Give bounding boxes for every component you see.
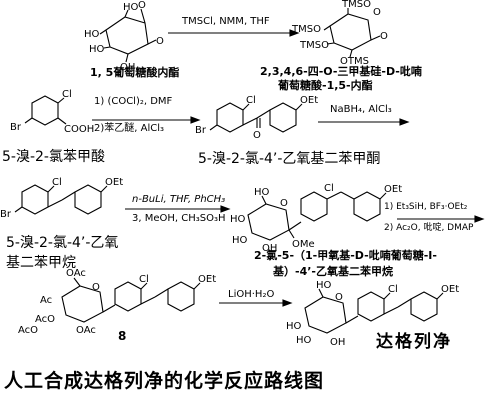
atom-aco: AcO: [35, 314, 55, 325]
atom-cl: Cl: [324, 183, 334, 194]
arrow-step-5: [397, 215, 485, 223]
reagent-step-2-line-1: 1) (COCl)₂, DMF: [94, 96, 173, 107]
atom-otms: TMSO: [341, 0, 371, 10]
atom-o: O: [373, 7, 381, 18]
atom-tmso: TMSO: [299, 40, 329, 51]
atom-oet: OEt: [441, 284, 459, 295]
name-gluconolactone: 1, 5葡萄糖酸内酯: [90, 66, 180, 79]
atom-cl: Cl: [388, 284, 398, 295]
arrow-step-1: [168, 29, 300, 37]
atom-o: O: [280, 198, 288, 209]
atom-o: O: [92, 282, 100, 293]
atom-oh: OH: [330, 337, 345, 348]
atom-ho: HO: [232, 235, 248, 246]
atom-oh: OH: [120, 62, 135, 73]
atom-cooh: COOH: [64, 124, 94, 135]
atom-tmso: TMSO: [291, 24, 321, 35]
atom-ho: HO: [296, 335, 312, 346]
atom-o: O: [380, 31, 388, 42]
atom-cl: Cl: [139, 274, 149, 285]
structure-gluconolactone: [99, 8, 157, 63]
arrow-step-4: [125, 205, 231, 213]
arrow-step-3: [318, 118, 410, 126]
name-tms-lactone-line-1: 2,3,4,6-四-O-三甲基硅-D-吡喃: [260, 65, 422, 78]
name-dapagliflozin: 达格列净: [376, 332, 452, 352]
name-ketone: 5-溴-2-氯-4’-乙氧基二苯甲酮: [198, 151, 381, 167]
atom-o: O: [253, 130, 261, 141]
figure-caption: 人工合成达格列净的化学反应路线图: [4, 370, 325, 392]
structure-bromo-chloro-benzoic-acid: [24, 95, 67, 126]
compound-number-8: 8: [118, 329, 127, 343]
atom-br: Br: [0, 209, 12, 220]
arrow-step-6: [219, 299, 293, 307]
reagent-step-5-line-2: 2) Ac₂O, 吡啶, DMAP: [384, 223, 474, 233]
atom-ho: HO: [254, 187, 270, 198]
reagent-step-4-line-2: 3, MeOH, CH₃SO₃H: [132, 213, 226, 224]
atom-aco: AcO: [18, 325, 38, 336]
atom-br: Br: [10, 122, 22, 133]
atom-oet: OEt: [384, 184, 402, 195]
name-methyl-ketal-line-1: 2-氯-5-（1-甲氧基-D-吡喃葡萄糖-I-: [254, 249, 437, 262]
reagent-step-3: NaBH₄, AlCl₃: [330, 104, 392, 115]
atom-ho: HO: [316, 280, 332, 291]
atom-oh: OH: [262, 243, 277, 254]
arrow-step-2: [92, 116, 201, 124]
atom-br: Br: [195, 125, 207, 136]
atom-ho: HO: [84, 29, 100, 40]
atom-ho: HO: [286, 321, 302, 332]
atom-ome: OMe: [292, 239, 315, 250]
name-tms-lactone-line-2: 葡萄糖酸-1,5-内酯: [278, 79, 373, 92]
structure-diarylmethane: [14, 184, 108, 215]
name-bromo-chloro-benzoic-acid: 5-溴-2-氯苯甲酸: [2, 149, 105, 165]
atom-cl: Cl: [52, 177, 62, 188]
atom-oet: OEt: [105, 177, 123, 188]
atom-ho: HO: [230, 214, 246, 225]
atom-otms: OTMS: [340, 56, 369, 67]
atom-ac: Ac: [40, 295, 52, 306]
name-diarylmethane-line-2: 基二苯甲烷: [6, 255, 76, 271]
name-methyl-ketal-line-2: 基）-4’-乙氧基二苯甲烷: [273, 265, 393, 278]
reagent-step-4-line-1: n-BuLi, THF, PhCH₃: [132, 194, 226, 205]
structure-tms-lactone: [323, 8, 381, 58]
reagent-step-5-line-1: 1) Et₃SiH, BF₃·OEt₂: [384, 202, 468, 212]
atom-cl: Cl: [246, 95, 256, 106]
atom-oac: OAc: [76, 325, 96, 336]
structure-ketone: [209, 102, 303, 133]
atom-oet: OEt: [198, 274, 216, 285]
reagent-step-6: LiOH·H₂O: [228, 289, 275, 300]
reagent-step-2-line-2: 2)苯乙醚, AlCl₃: [94, 123, 165, 134]
structure-tetraacetate: [61, 277, 201, 323]
atom-ho: HO: [89, 44, 105, 55]
atom-o: O: [156, 36, 164, 47]
atom-ho: HO: [123, 2, 139, 13]
name-diarylmethane-line-1: 5-溴-2-氯-4’-乙氧: [6, 235, 119, 251]
structure-methyl-ketal: [247, 191, 387, 241]
atom-cl: Cl: [62, 89, 72, 100]
structure-dapagliflozin: [304, 288, 444, 334]
atom-oet: OEt: [300, 95, 318, 106]
reagent-step-1: TMSCl, NMM, THF: [182, 16, 270, 27]
atom-o: O: [138, 0, 146, 11]
atom-o: O: [335, 292, 343, 303]
atom-oac: OAc: [66, 268, 86, 279]
